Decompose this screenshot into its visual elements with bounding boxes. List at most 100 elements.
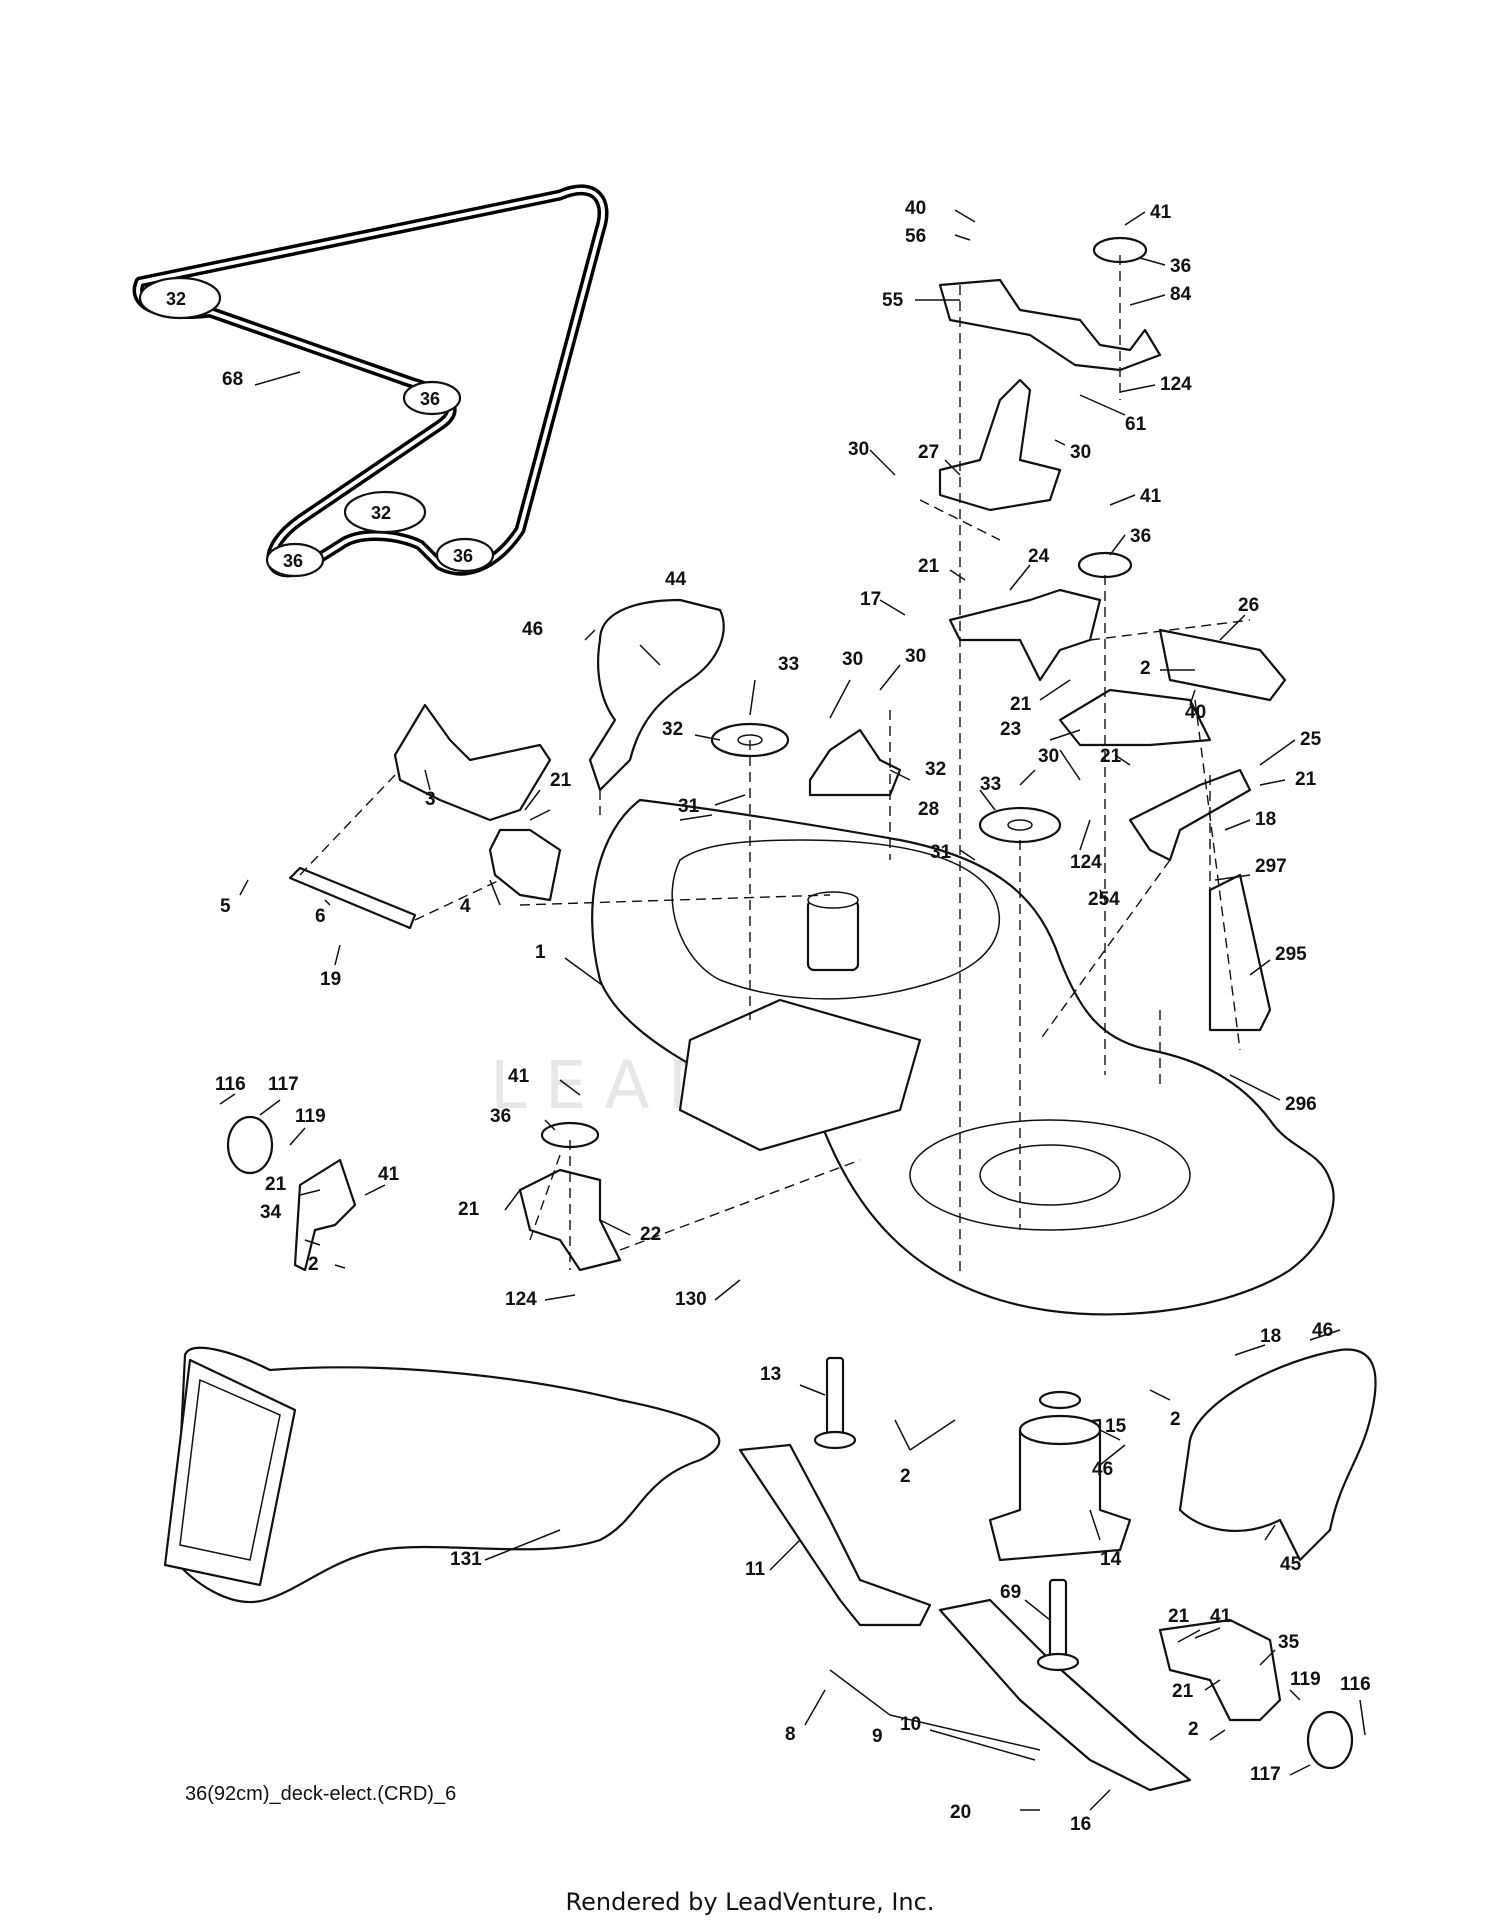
callout-27: 27: [918, 442, 939, 463]
bracket-4: [488, 828, 562, 902]
callout-36: 36: [1130, 526, 1151, 547]
diagram-reference: 36(92cm)_deck-elect.(CRD)_6: [185, 1783, 456, 1805]
callout-21: 21: [458, 1199, 480, 1220]
callout-32: 32: [925, 759, 946, 780]
callout-36: 36: [1170, 256, 1191, 277]
callout-33: 33: [778, 654, 799, 675]
callout-5: 5: [220, 896, 231, 917]
blade-right: [938, 1598, 1192, 1792]
callout-30: 30: [1070, 442, 1091, 463]
callout-46: 46: [1312, 1320, 1333, 1341]
svg-text:36: 36: [420, 389, 440, 409]
callout-40: 40: [1185, 702, 1206, 723]
callout-36: 36: [490, 1106, 511, 1127]
bracket-23: [1058, 688, 1212, 747]
callout-30: 30: [848, 439, 869, 460]
callout-28: 28: [918, 799, 939, 820]
belt-pulley-36-right: [402, 380, 462, 416]
callout-69: 69: [1000, 1582, 1021, 1603]
callout-56: 56: [905, 226, 926, 247]
callout-124: 124: [1160, 374, 1192, 395]
callout-2: 2: [900, 1466, 911, 1487]
callout-33: 33: [980, 774, 1001, 795]
callout-leaders: [219, 209, 1366, 1811]
discharge-chute: [163, 1346, 721, 1603]
callout-117: 117: [1250, 1764, 1281, 1785]
callout-119: 119: [295, 1106, 326, 1127]
callout-6: 6: [315, 906, 326, 927]
svg-text:36: 36: [283, 551, 303, 571]
cover-44: [588, 598, 725, 792]
idler-pulley-mid: [1077, 551, 1133, 579]
belt-pulley-32-center: [343, 490, 427, 534]
callout-254: 254: [1088, 889, 1120, 910]
callout-46: 46: [1092, 1459, 1113, 1480]
bracket-25: [1128, 768, 1252, 862]
bracket-26: [1158, 628, 1287, 702]
callout-46: 46: [522, 619, 543, 640]
callout-41: 41: [508, 1066, 530, 1087]
callout-21: 21: [265, 1174, 287, 1195]
callout-15: 15: [1105, 1416, 1127, 1437]
brackets: [288, 278, 1377, 1722]
callout-41: 41: [1150, 202, 1172, 223]
callout-21: 21: [1010, 694, 1032, 715]
callout-40: 40: [905, 198, 926, 219]
callout-124: 124: [1070, 852, 1102, 873]
callout-31: 31: [678, 796, 700, 817]
callout-45: 45: [1280, 1554, 1302, 1575]
callout-41: 41: [378, 1164, 400, 1185]
callout-21: 21: [1172, 1681, 1194, 1702]
callout-3: 3: [425, 789, 436, 810]
callout-41: 41: [1210, 1606, 1232, 1627]
gauge-wheel-right: [1306, 1710, 1354, 1770]
gauge-wheels: [226, 1115, 1354, 1770]
callout-68: 68: [222, 369, 243, 390]
callout-116: 116: [1340, 1674, 1371, 1695]
callout-13: 13: [760, 1364, 781, 1385]
callout-2: 2: [1170, 1409, 1181, 1430]
callout-117: 117: [268, 1074, 299, 1095]
svg-text:32: 32: [371, 503, 391, 523]
footer-credit: Rendered by LeadVenture, Inc.: [565, 1888, 935, 1916]
callout-22: 22: [640, 1224, 661, 1245]
bracket-28: [808, 728, 902, 797]
callout-9: 9: [872, 1726, 883, 1747]
wheel-bracket-35: [1158, 1618, 1282, 1722]
shield-3: [393, 703, 552, 822]
callout-31: 31: [930, 842, 952, 863]
callout-2: 2: [1188, 1719, 1199, 1740]
callout-24: 24: [1028, 546, 1050, 567]
callout-296: 296: [1285, 1094, 1317, 1115]
callout-30: 30: [905, 646, 926, 667]
callout-26: 26: [1238, 595, 1259, 616]
callout-21: 21: [550, 770, 572, 791]
callout-1: 1: [535, 942, 546, 963]
callout-130: 130: [675, 1289, 707, 1310]
gauge-wheel-left: [226, 1115, 274, 1175]
bracket-24: [948, 588, 1102, 682]
belt-pulley-36-left: [265, 542, 325, 578]
callout-20: 20: [950, 1802, 971, 1823]
callout-21: 21: [1295, 769, 1317, 790]
callout-21: 21: [1100, 746, 1122, 767]
callout-14: 14: [1100, 1549, 1122, 1570]
callout-4: 4: [460, 896, 471, 917]
callout-61: 61: [1125, 414, 1147, 435]
callout-2: 2: [1140, 658, 1151, 679]
blades: [738, 1443, 1192, 1792]
belt-routing: 32 36 32 36 36: [132, 184, 609, 578]
baffle-295: [1208, 873, 1272, 1032]
svg-text:36: 36: [453, 546, 473, 566]
deck-housing: [591, 798, 1335, 1316]
callout-labels: 68 40 41 56 36 84 55 124 61 30 30 27 41 …: [215, 198, 1371, 1835]
callout-19: 19: [320, 969, 341, 990]
idler-arm-55: [938, 278, 1162, 372]
callout-2: 2: [308, 1254, 319, 1275]
callout-10: 10: [900, 1714, 921, 1735]
callout-23: 23: [1000, 719, 1021, 740]
callout-21: 21: [1168, 1606, 1190, 1627]
blade-left: [738, 1443, 932, 1627]
callout-11: 11: [745, 1559, 766, 1580]
